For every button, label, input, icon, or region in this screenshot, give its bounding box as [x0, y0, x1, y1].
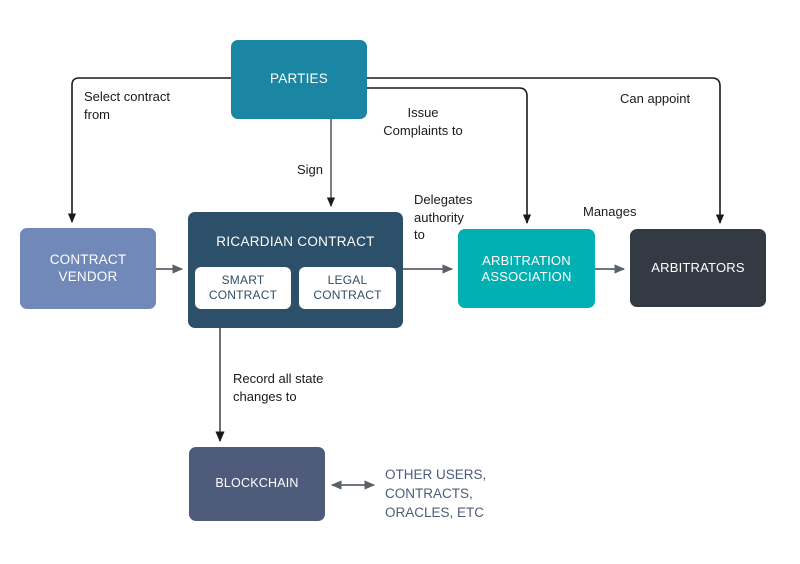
edge-label-select-contract-from: Select contract from	[84, 89, 170, 122]
node-legal-contract-label: LEGAL CONTRACT	[313, 273, 382, 302]
node-smart-contract-label: SMART CONTRACT	[208, 273, 278, 302]
node-arbitrators-label: ARBITRATORS	[651, 260, 745, 276]
edge-label-can-appoint: Can appoint	[620, 91, 691, 106]
node-arbitration-association[interactable]: ARBITRATION ASSOCIATION	[458, 229, 595, 308]
node-legal-contract[interactable]: LEGAL CONTRACT	[299, 267, 396, 309]
node-contract-vendor-label: CONTRACT VENDOR	[49, 252, 127, 284]
edge-label-record-all-state-changes-to: Record all state changes to	[233, 371, 324, 404]
edge-select-contract-from	[67, 77, 231, 223]
node-arbitration-association-label: ARBITRATION ASSOCIATION	[481, 252, 572, 284]
node-ricardian-contract[interactable]: RICARDIAN CONTRACT SMART CONTRACT LEGAL …	[188, 212, 403, 328]
edge-label-delegates-authority-to: Delegates authority to	[414, 192, 473, 243]
node-blockchain[interactable]: BLOCKCHAIN	[189, 447, 325, 521]
edge-label-sign: Sign	[297, 162, 324, 177]
edge-label-issue-complaints-to: Issue Complaints to	[383, 105, 463, 138]
edge-issue-complaints-to	[367, 87, 532, 224]
node-parties-label: PARTIES	[270, 71, 328, 87]
annotation-other-users: OTHER USERS, CONTRACTS, ORACLES, ETC	[385, 467, 487, 521]
ricardian-subnodes: SMART CONTRACT LEGAL CONTRACT	[195, 267, 396, 309]
node-smart-contract[interactable]: SMART CONTRACT	[195, 267, 291, 309]
node-blockchain-label: BLOCKCHAIN	[215, 476, 299, 491]
node-ricardian-contract-label: RICARDIAN CONTRACT	[216, 234, 375, 249]
node-contract-vendor[interactable]: CONTRACT VENDOR	[20, 228, 156, 309]
node-parties[interactable]: PARTIES	[231, 40, 367, 119]
edge-label-manages: Manages	[583, 204, 637, 219]
node-arbitrators[interactable]: ARBITRATORS	[630, 229, 766, 307]
edge-can-appoint	[367, 77, 725, 224]
